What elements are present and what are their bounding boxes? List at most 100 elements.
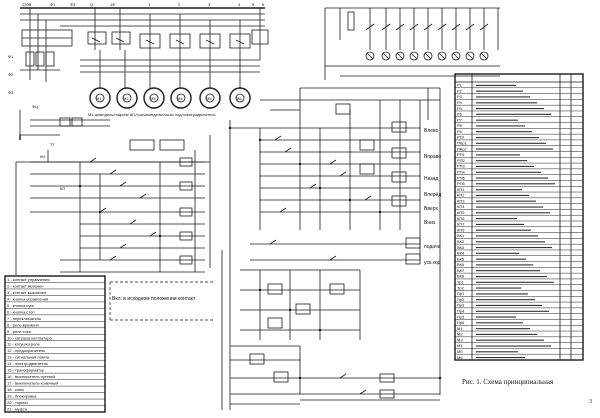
motor-label: M3 [150,96,156,101]
motor-label: M1 [96,96,102,101]
left-labels: Ф1 Ф2 Ф3 ФЦ ТТ КН КП [8,54,65,191]
top-labels: 220В Ф1 Ф3 Q 1Ф 1 2 3 4 5 6 [22,2,265,7]
table-row-label: Р4 [457,100,463,105]
legend-row: 19 - блокировка [7,394,37,399]
table-row-label: Пр3 [457,303,465,308]
motor-4-icon [170,87,192,109]
chain-label: Ф1 [8,54,14,59]
direction-label: Вперёд [424,192,441,198]
table-row-label: ПКр2 [457,146,467,151]
motor-label: M5 [206,96,212,101]
legend-row: 20 - тормоз [7,400,28,405]
legend-row: 1 - контакт управления [7,277,50,282]
table-row-label: М2 [457,332,463,337]
bus-label: Ф1 [50,2,56,7]
page-number: 3 [589,399,592,405]
table-row-label: РП2 [457,158,466,163]
bus-label: 1Ф [110,2,115,7]
component-table: Р1Р2Р3Р4Р5Р6Р7Р8Р9Р10ПКр1ПКр2РП1РП2РП3РП… [454,73,584,361]
table-row-label: Тр2 [457,285,464,290]
bus-label: 5 [252,2,255,7]
legend-row: 17 - выключатель конечный [7,381,58,386]
table-row-label: Р7 [457,117,463,122]
table-row-label: РП1 [457,152,466,157]
chain-label: КН [40,154,45,159]
table-row-label: М5 [457,349,463,354]
table-row-label: ВК3 [457,245,465,250]
motor-6-icon [229,87,251,109]
motor-label: M4 [177,96,183,101]
chain-label: ФЦ [32,104,38,109]
block-note: Вкл. в исходном положении контакт [112,296,196,302]
table-row-label: Р2 [457,88,463,93]
motor-5-icon [199,87,221,109]
bus-label: Ф3 [70,2,76,7]
table-row-label: КП6 [457,216,465,221]
legend-row: 11 - катушка реле [7,342,41,347]
direction-label: Вниз [424,220,436,226]
control-circuit [15,87,442,410]
direction-label: Влево [424,128,439,134]
table-row-label: Р5 [457,106,463,111]
table-row-label: КП7 [457,222,465,227]
legend-row: 4 - кнопка управления [7,296,48,301]
table-row-label: Пр2 [457,297,465,302]
bus-label: Q [90,2,93,7]
table-row-label: ВК7 [457,268,465,273]
motor-3-icon [143,87,165,109]
power-section [20,7,269,88]
chain-label: Ф3 [8,90,14,95]
legend-row: 7 - переключатель [7,316,41,321]
legend-row: 14 - электродвигатель [7,361,48,366]
table-row-label: Р9 [457,129,463,134]
table-row-label: ВК1 [457,233,465,238]
legend-row: 10 - катушка контактора [7,335,53,340]
motor-label: M6 [236,96,242,101]
table-row-label: Пр5 [457,314,465,319]
table-row-label: Р3 [457,94,463,99]
chain-label: ТТ [50,142,55,147]
table-row-label: Пр6 [457,320,465,325]
bus-label: 2 [178,2,181,7]
figure-caption: Рис. 1. Схема принципиальная [462,378,554,386]
table-row-label: РП4 [457,169,466,174]
table-row-label: М1 [457,326,463,331]
chain-label: КП [60,186,65,191]
table-row-label: КП5 [457,210,465,215]
direction-labels: Влево Вправо Назад Вперёд Вверх Вниз под… [424,128,441,266]
table-row-label: ПКр1 [457,141,467,146]
legend-row: 13 - сигнальная лампа [7,355,50,360]
table-row-label: РП5 [457,175,466,180]
legend-row: 8 - реле времени [7,322,39,327]
signal-lamp-section [324,7,500,80]
legend-row: 12 - предохранитель [7,348,45,353]
bus-label: 220В [22,2,32,7]
table-row-label: Р8 [457,123,463,128]
table-row-label: Тр1 [457,280,464,285]
table-row-label: Пр1 [457,291,465,296]
bus-label: 4 [238,2,241,7]
legend-row: 6 - кнопка стоп [7,309,34,314]
legend-row: 21 - муфта [7,407,28,412]
motor-1-icon [89,87,111,109]
bus-label: 3 [208,2,211,7]
table-row-label: КП8 [457,227,465,232]
motor-label: M2 [123,96,129,101]
table-row-label: РП3 [457,164,466,169]
bus-label: 6 [262,2,265,7]
table-row-label: М4 [457,343,463,348]
legend-row: 18 - ключ [7,387,24,392]
legend-row: 9 - реле тока [7,329,32,334]
direction-label: подача [424,244,441,250]
table-row-label: КП2 [457,193,465,198]
table-row-label: КП4 [457,204,465,209]
table-row-label: М6 [457,355,463,360]
motor-2-icon [116,87,138,109]
legend-row: 2 - контакт включен [7,283,43,288]
motor-row: M1 M2 M3 M4 M5 M6 М1 шпиндель/подъём Ш1/… [88,87,251,117]
table-row-label: ВК5 [457,256,465,261]
table-row-label: ВК2 [457,239,465,244]
bus-label: 1 [148,2,151,7]
